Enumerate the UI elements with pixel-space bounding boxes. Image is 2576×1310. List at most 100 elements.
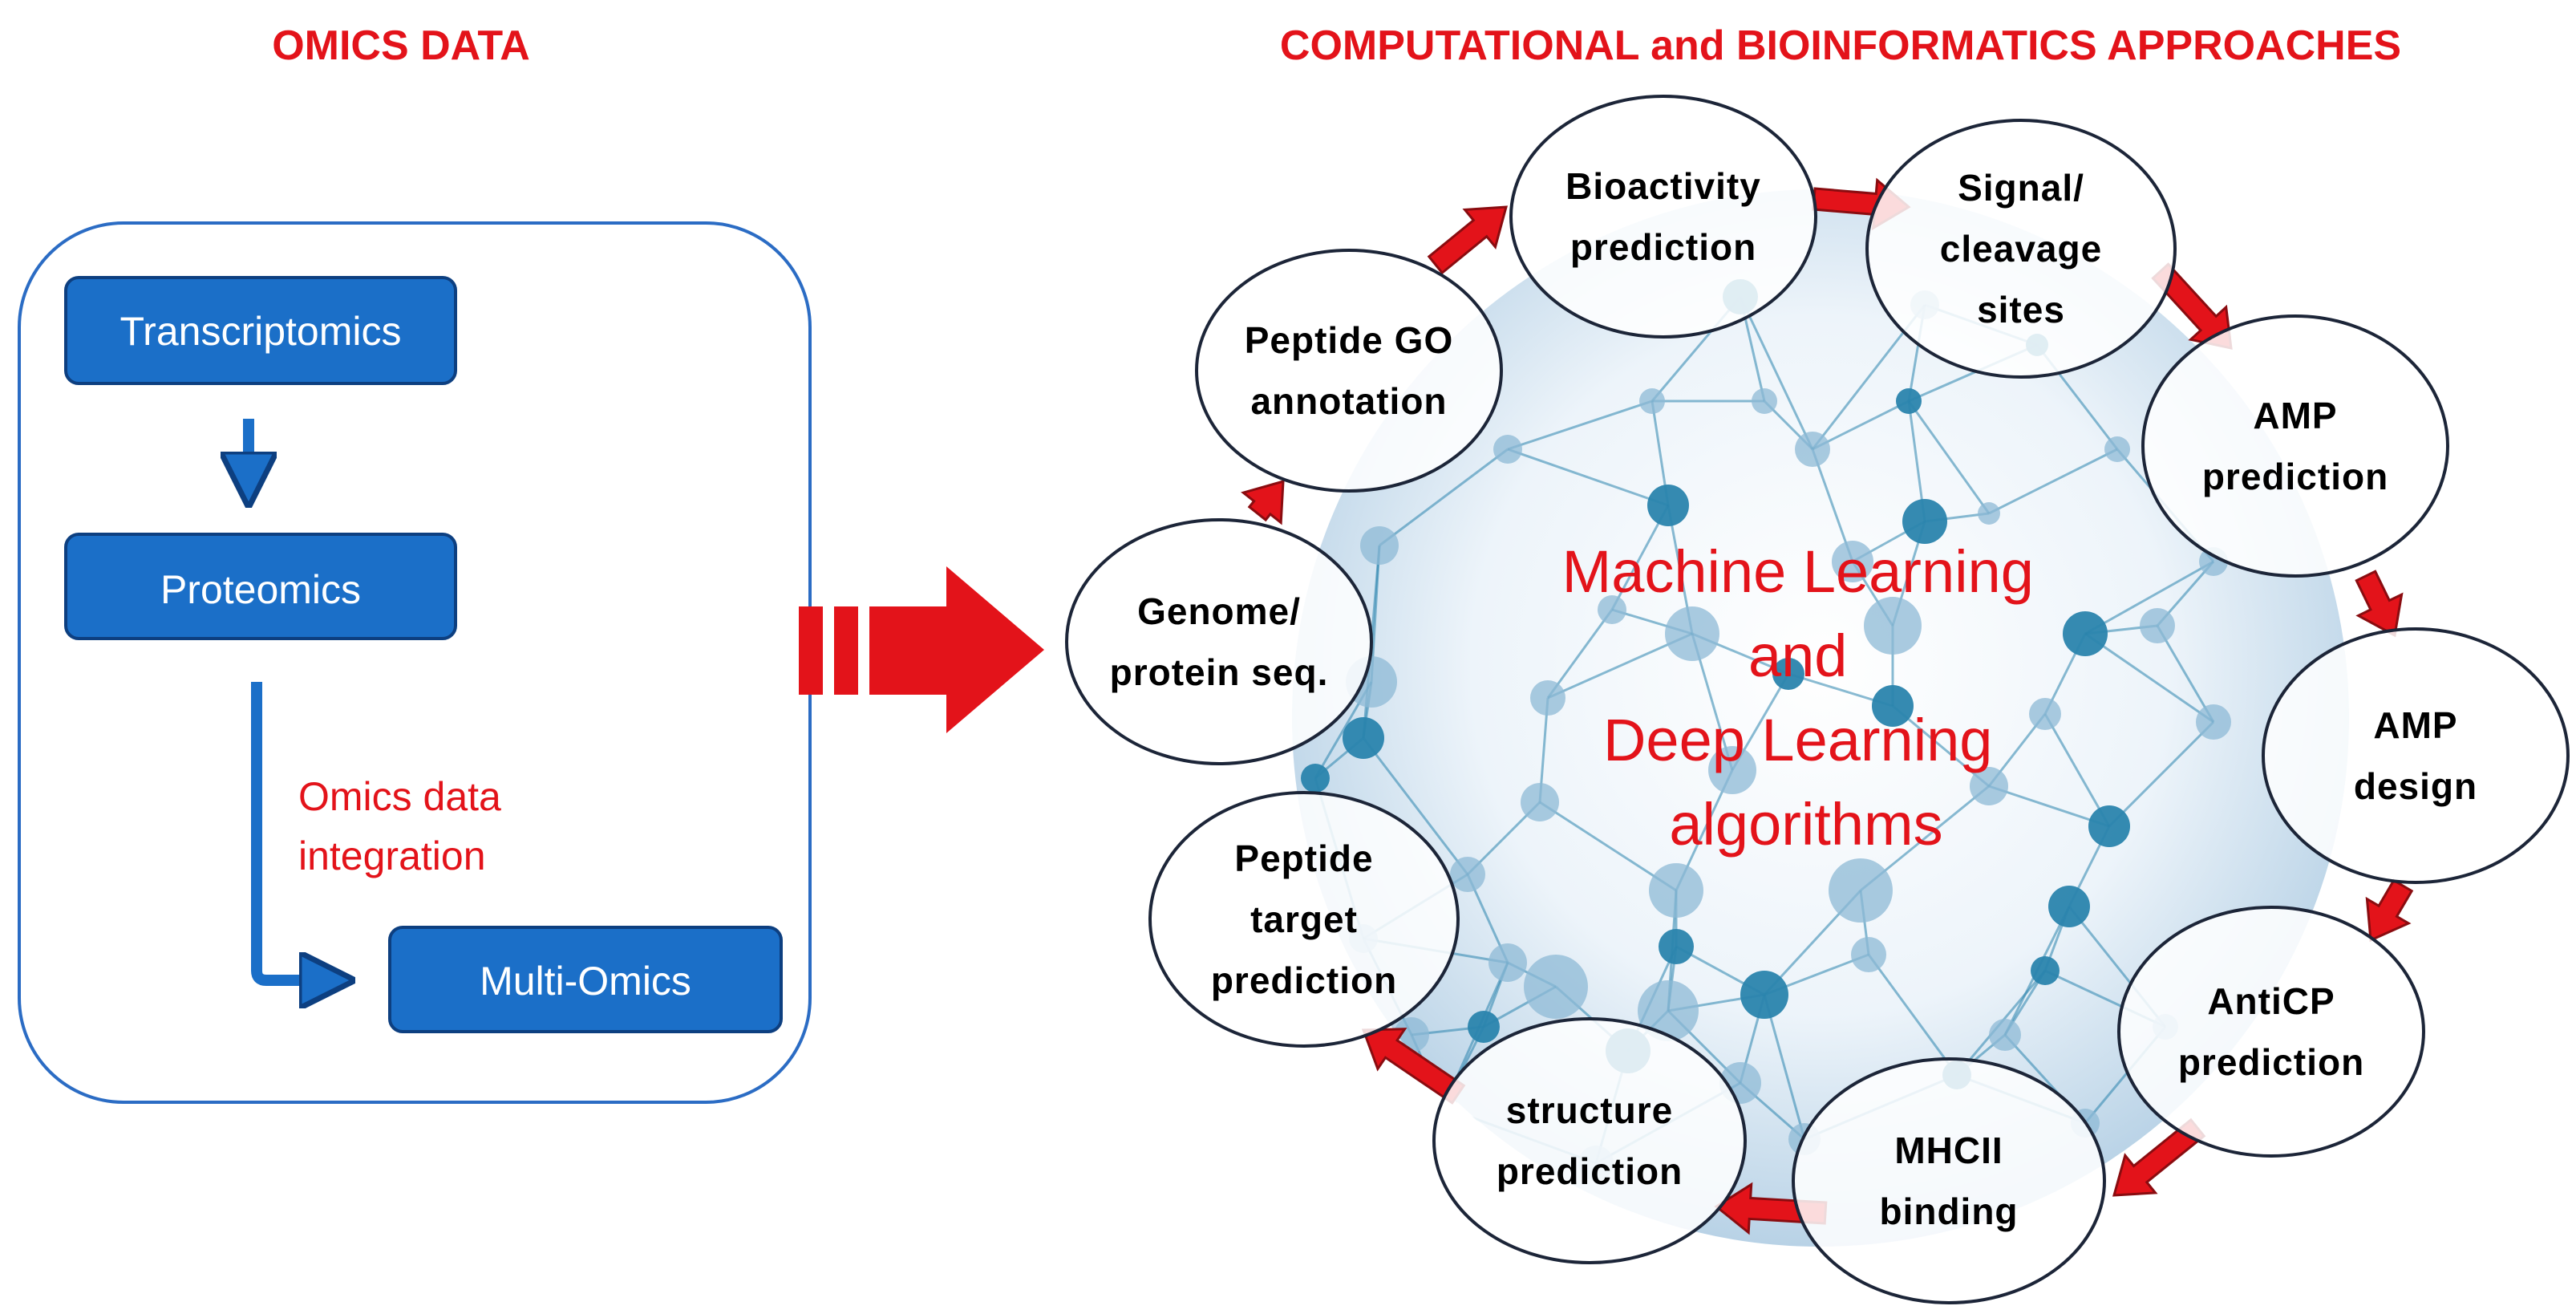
amp-prediction-ellipse xyxy=(2141,314,2449,578)
network-edge xyxy=(1507,448,1669,507)
cycle-arrow xyxy=(2112,1117,2206,1197)
network-edge xyxy=(2084,632,2214,724)
network-edge xyxy=(1362,737,1469,875)
network-edge xyxy=(1812,399,1910,451)
network-edge xyxy=(2084,560,2214,635)
cycle-arrow xyxy=(2365,878,2414,943)
network-edge xyxy=(1867,954,1958,1076)
anticp-ellipse xyxy=(2117,906,2425,1158)
network-edge xyxy=(1892,704,1990,788)
network-node xyxy=(1649,863,1703,918)
bioactivity-ellipse xyxy=(1509,95,1817,339)
peptide-go-ellipse xyxy=(1195,249,1503,493)
network-node xyxy=(1829,858,1893,923)
network-node xyxy=(1450,857,1485,892)
peptide-target-node: Peptide target prediction xyxy=(1148,791,1460,1048)
network-node xyxy=(2104,436,2130,462)
genome-node: Genome/protein seq. xyxy=(1065,518,1373,765)
transcriptomics-label: Transcriptomics xyxy=(120,309,402,354)
network-node xyxy=(2029,698,2061,730)
genome-ellipse xyxy=(1065,518,1373,765)
peptide-go-label: annotation xyxy=(1250,380,1447,422)
network-node xyxy=(1598,595,1626,624)
structure-label: structure xyxy=(1506,1089,1673,1131)
ml-dl-label: Machine Learning and Deep Learning algor… xyxy=(1562,538,2051,858)
network-node xyxy=(1740,971,1788,1019)
mhcii-label: binding xyxy=(1879,1190,2018,1232)
amp-prediction-node: AMP prediction xyxy=(2141,314,2449,578)
cycle-arrow xyxy=(1427,205,1508,275)
signal-node: Signal/cleavage sites xyxy=(1865,119,2177,379)
network-node xyxy=(1647,485,1689,526)
network-node xyxy=(1639,388,1665,414)
bioactivity-label: Bioactivity xyxy=(1565,165,1761,207)
signal-label: sites xyxy=(1977,289,2065,331)
genome-label: protein seq. xyxy=(1110,651,1329,693)
mhcii-ellipse xyxy=(1792,1057,2106,1304)
network-edge xyxy=(1739,296,1814,450)
cycle-arrow xyxy=(1241,479,1285,525)
amp-design-label: design xyxy=(2354,765,2477,807)
network-node xyxy=(1902,499,1947,544)
network-edge xyxy=(1546,609,1614,699)
signal-ellipse xyxy=(1865,119,2177,379)
anticp-label: AntiCP xyxy=(2207,980,2335,1022)
network-edge xyxy=(2108,720,2215,828)
peptide-target-label: Peptide xyxy=(1234,838,1373,879)
proteomics-box: Proteomics xyxy=(64,533,457,640)
amp-prediction-label: AMP xyxy=(2253,395,2337,436)
amp-prediction-label: prediction xyxy=(2202,456,2388,497)
signal-label: cleavage xyxy=(1940,228,2102,270)
network-node xyxy=(1301,764,1330,793)
cycle-arrow xyxy=(1361,1028,1466,1105)
peptide-target-label: prediction xyxy=(1211,959,1397,1001)
network-node xyxy=(1752,388,1777,414)
network-node xyxy=(1488,943,1527,982)
network-node xyxy=(2048,886,2090,927)
genome-label: Genome/ xyxy=(1137,590,1301,632)
network-node xyxy=(1772,658,1804,690)
signal-label: Signal/ xyxy=(1958,167,2084,209)
network-node xyxy=(1851,937,1886,972)
amp-design-ellipse xyxy=(2262,627,2570,884)
structure-label: prediction xyxy=(1497,1150,1683,1192)
network-edge xyxy=(1988,448,2118,515)
network-node xyxy=(1343,717,1384,759)
network-edge xyxy=(1763,994,1806,1140)
anticp-label: prediction xyxy=(2178,1041,2364,1083)
big-red-arrow xyxy=(799,566,1044,733)
computational-approaches-header: COMPUTATIONAL and BIOINFORMATICS APPROAC… xyxy=(1280,22,2401,69)
network-node xyxy=(1978,502,2000,525)
network-node xyxy=(2140,608,2175,643)
network-node xyxy=(2031,956,2060,985)
mhcii-label: MHCII xyxy=(1894,1130,2003,1171)
network-node xyxy=(1493,435,1522,464)
network-edge xyxy=(1379,448,1509,547)
network-node xyxy=(1970,767,2008,805)
network-edge xyxy=(1988,785,2110,828)
network-node xyxy=(1468,1011,1500,1043)
network-edge xyxy=(1907,400,1991,514)
omics-integration-label: Omics data integration xyxy=(298,774,512,878)
network-node xyxy=(1665,606,1719,661)
network-edge xyxy=(2156,625,2215,723)
network-node xyxy=(1795,432,1830,467)
network-node xyxy=(1896,388,1922,414)
network-node xyxy=(1708,746,1756,794)
structure-ellipse xyxy=(1432,1017,1747,1264)
multi-omics-label: Multi-Omics xyxy=(480,959,691,1004)
network-node xyxy=(2088,805,2130,847)
network-node xyxy=(1530,680,1565,716)
peptide-target-label: target xyxy=(1250,898,1358,940)
network-edge xyxy=(2043,713,2111,827)
proteomics-label: Proteomics xyxy=(160,567,361,612)
anticp-node: AntiCP prediction xyxy=(2117,906,2425,1158)
network-node xyxy=(1521,783,1559,821)
network-node xyxy=(1659,929,1694,964)
peptide-target-ellipse xyxy=(1148,791,1460,1048)
network-edge xyxy=(1507,399,1653,451)
